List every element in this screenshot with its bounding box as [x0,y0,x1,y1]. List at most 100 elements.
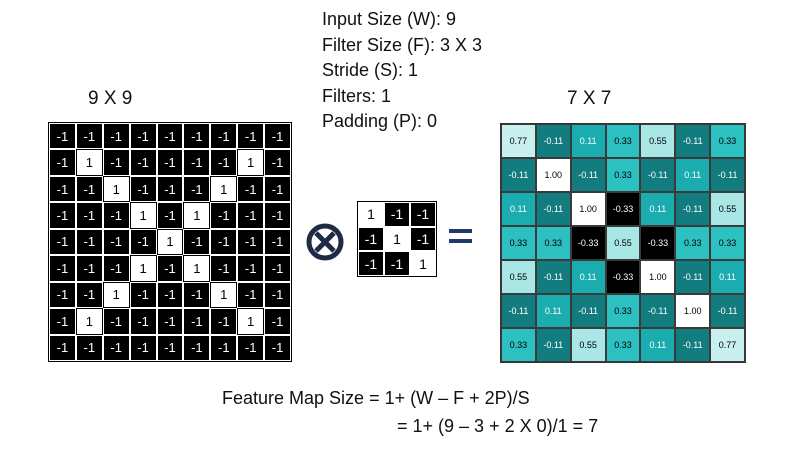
input-cell: -1 [129,308,157,335]
input-cell: -1 [75,175,103,203]
feature-map-cell: -0.33 [640,226,676,260]
input-cell: -1 [156,149,184,176]
input-cell: -1 [75,202,103,229]
input-cell: -1 [49,255,76,282]
input-cell: -1 [210,255,238,282]
input-cell: -1 [264,175,291,203]
feature-map-cell: 0.11 [640,192,676,226]
input-cell: -1 [264,255,291,282]
feature-map-cell: 0.33 [710,226,745,260]
input-cell: -1 [237,175,265,203]
input-size-label: Input Size (W): 9 [322,9,457,29]
feature-map-cell: 0.11 [570,260,606,294]
filter-cell: -1 [410,226,436,252]
input-cell: -1 [49,308,76,335]
input-cell: -1 [156,281,184,309]
feature-map-cell: 0.11 [710,260,745,294]
feature-map-cell: 0.55 [570,328,606,362]
feature-map-cell: -0.11 [675,192,711,226]
feature-map-cell: 1.00 [675,294,711,328]
input-cell: -1 [237,202,265,229]
input-cell: -1 [49,228,76,256]
input-cell: -1 [75,255,103,282]
input-matrix-title: 9 X 9 [88,88,133,109]
filter-cell: -1 [384,202,410,227]
feature-map-cell: -0.11 [501,294,536,328]
filter-cell: -1 [384,251,410,276]
input-cell: -1 [210,149,238,176]
input-cell: -1 [75,281,103,309]
feature-map-cell: 0.11 [535,294,571,328]
feature-map-cell: 0.77 [501,124,536,158]
stride-label: Stride (S): 1 [322,60,419,80]
input-cell: -1 [237,255,265,282]
input-cell: -1 [183,123,211,150]
feature-map-cell: 0.55 [710,192,745,226]
input-cell: -1 [183,175,211,203]
input-cell: -1 [237,281,265,309]
feature-map-cell: 1.00 [570,192,606,226]
feature-map-cell: -0.33 [570,226,606,260]
input-cell: 1 [75,308,103,335]
input-cell: -1 [210,202,238,229]
feature-map-cell: 0.55 [640,124,676,158]
feature-map-cell: -0.11 [710,294,745,328]
feature-map-cell: 0.33 [501,226,536,260]
input-cell: -1 [210,334,238,361]
feature-map-cell: 1.00 [535,158,571,192]
input-cell: -1 [75,228,103,256]
input-cell: -1 [237,123,265,150]
input-cell: -1 [49,202,76,229]
input-cell: -1 [49,281,76,309]
feature-map-cell: 1.00 [640,260,676,294]
input-cell: -1 [156,175,184,203]
input-cell: -1 [75,123,103,150]
filters-label: Filters: 1 [322,85,392,106]
feature-map-cell: 0.33 [675,226,711,260]
input-cell: -1 [156,123,184,150]
input-cell: -1 [264,308,291,335]
input-cell: -1 [210,123,238,150]
input-cell: 1 [210,281,238,309]
feature-map-cell: 0.11 [570,124,606,158]
input-cell: -1 [129,175,157,203]
input-cell: -1 [129,149,157,176]
input-cell: -1 [264,202,291,229]
input-cell: -1 [129,281,157,309]
input-cell: 1 [237,149,265,176]
input-cell: -1 [156,202,184,229]
input-cell: 1 [183,202,211,229]
input-cell: -1 [49,175,76,203]
input-cell: -1 [237,228,265,256]
input-cell: -1 [102,202,130,229]
feature-map-cell: 0.11 [501,192,536,226]
feature-map-cell: 0.33 [605,294,641,328]
filter-size-label: Filter Size (F): 3 X 3 [322,34,483,55]
filter-cell: 1 [384,226,410,252]
input-cell: -1 [264,281,291,309]
input-cell: -1 [102,123,130,150]
input-cell: 1 [183,255,211,282]
convolution-otimes-icon [305,222,345,262]
equals-icon [449,229,472,249]
feature-map-cell: 0.33 [605,328,641,362]
input-cell: 1 [210,175,238,203]
feature-map-cell: -0.11 [535,124,571,158]
input-cell: -1 [237,334,265,361]
feature-map-cell: 0.77 [710,328,745,362]
feature-map-cell: 0.33 [535,226,571,260]
feature-map-cell: 0.55 [605,226,641,260]
input-cell: 1 [102,281,130,309]
input-cell: -1 [210,228,238,256]
input-cell: -1 [183,228,211,256]
input-cell: -1 [156,334,184,361]
input-cell: -1 [102,255,130,282]
feature-map-cell: 0.33 [710,124,745,158]
feature-map-cell: -0.11 [675,260,711,294]
feature-map-cell: -0.11 [640,294,676,328]
input-cell: -1 [129,123,157,150]
formula-line-1: Feature Map Size = 1+ (W – F + 2P)/S [222,388,530,408]
feature-map-cell: -0.11 [675,124,711,158]
filter-cell: 1 [358,202,384,227]
